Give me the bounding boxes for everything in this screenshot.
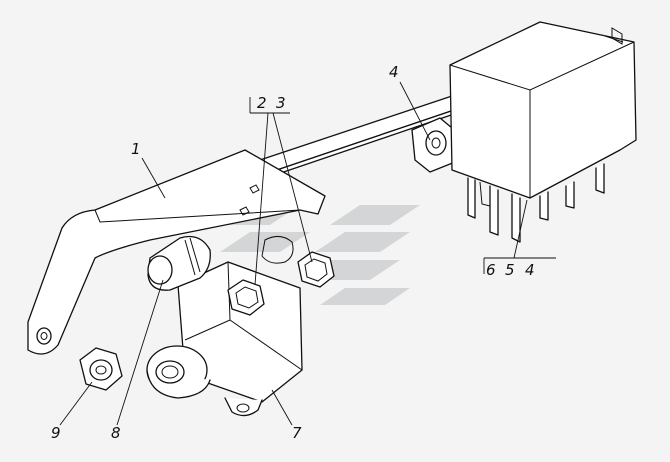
adjuster-part-8 [147, 235, 211, 291]
valve-body-part-7 [146, 261, 303, 417]
callout-8: 8 [111, 424, 121, 442]
callout-3: 3 [276, 94, 286, 112]
nut-part-9 [79, 347, 123, 391]
leader-lines [59, 81, 556, 426]
relay-box [449, 21, 637, 243]
callout-2: 2 [257, 94, 267, 112]
callout-labels: 1 2 3 4 6 5 4 7 8 9 [51, 63, 535, 442]
callout-9: 9 [51, 424, 61, 442]
callout-4-bottom: 4 [525, 261, 535, 279]
mounting-hole [36, 327, 52, 345]
callout-1: 1 [131, 140, 141, 158]
bracket-part-1 [27, 149, 326, 355]
callout-6: 6 [486, 261, 496, 279]
callout-4-top: 4 [389, 63, 399, 81]
callout-7: 7 [292, 424, 302, 442]
callout-5: 5 [505, 261, 515, 279]
bolts-part-2-3 [227, 236, 335, 316]
